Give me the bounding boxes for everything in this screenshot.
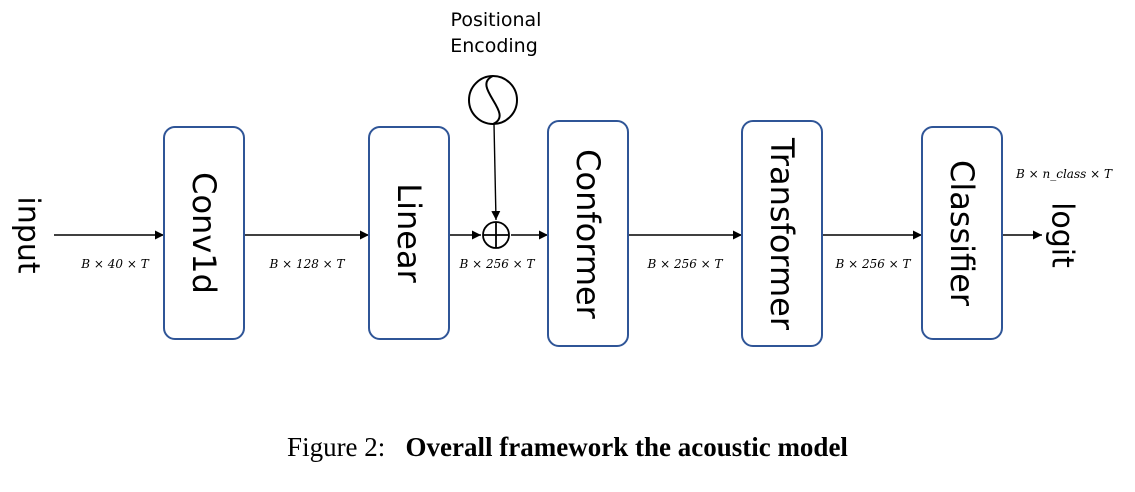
dim-label-conformer: B × 256 × T [646, 257, 723, 271]
dim-label-classifier: B × n_class × T [1015, 167, 1113, 181]
block-conformer-label: Conformer [569, 149, 607, 320]
block-transformer: Transformer [741, 120, 823, 347]
block-conformer: Conformer [547, 120, 629, 347]
block-classifier-label: Classifier [943, 160, 981, 307]
block-transformer-label: Transformer [763, 137, 801, 331]
block-conv1d-label: Conv1d [185, 172, 223, 294]
positional-encoding-label-line2: Encoding [450, 35, 538, 57]
block-conv1d: Conv1d [163, 126, 245, 340]
block-linear: Linear [368, 126, 450, 340]
block-classifier: Classifier [921, 126, 1003, 340]
figure-caption: Figure 2: Overall framework the acoustic… [0, 432, 1135, 463]
arrow-pe-sum [491, 123, 501, 221]
block-linear-label: Linear [390, 183, 428, 283]
dim-label-input: B × 40 × T [80, 257, 149, 271]
dim-label-linear: B × 256 × T [458, 257, 535, 271]
caption-prefix: Figure 2: [287, 432, 386, 462]
positional-encoding-label-line1: Positional [451, 9, 542, 31]
sine-wave-icon [468, 75, 518, 125]
output-label: logit [1045, 202, 1080, 268]
input-label: input [11, 196, 46, 273]
sum-icon [482, 221, 510, 249]
dim-label-conv1d: B × 128 × T [268, 257, 345, 271]
caption-title: Overall framework the acoustic model [405, 432, 848, 462]
dim-label-transformer: B × 256 × T [834, 257, 911, 271]
